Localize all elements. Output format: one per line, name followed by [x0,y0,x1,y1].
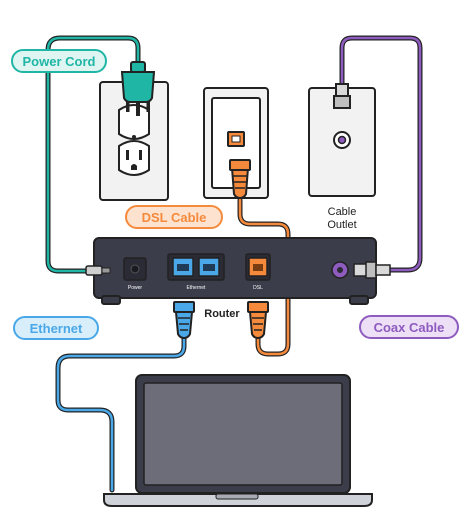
coax-cable-label-text: Coax Cable [374,320,445,335]
coax-cable-label: Coax Cable [359,315,459,339]
power-cord-label-text: Power Cord [23,54,96,69]
router: Power Ethernet DSL [93,237,377,305]
power-outlet [99,81,169,201]
router-port-label-dsl: DSL [253,285,263,291]
router-power-port [123,257,147,281]
cable-outlet-label-line1: Cable [328,206,357,218]
dsl-wall-jack [203,87,269,199]
dsl-cable-label-text: DSL Cable [142,210,207,225]
power-barrel-plug [85,265,111,276]
socket-top [118,104,150,140]
dsl-plug-router [247,301,269,340]
router-coax-port [331,261,349,279]
power-cord-label: Power Cord [11,49,107,73]
ethernet-label-text: Ethernet [30,321,83,336]
router-label: Router [204,308,240,320]
router-ethernet-ports [167,253,225,281]
router-port-label-power: Power [128,285,143,291]
socket-bottom [118,140,150,176]
ethernet-label: Ethernet [13,316,99,340]
router-dsl-port [245,253,271,281]
router-port-label-ethernet: Ethernet [187,285,207,291]
dsl-cable-label: DSL Cable [125,205,223,229]
dsl-plug-wall [229,159,251,200]
coax-connector-wall [333,83,351,109]
coax-connector-router [353,261,391,279]
ethernet-plug-router [173,301,195,340]
laptop [103,374,373,507]
power-plug [120,61,156,116]
cable-outlet-label-line2: Outlet [327,219,356,231]
